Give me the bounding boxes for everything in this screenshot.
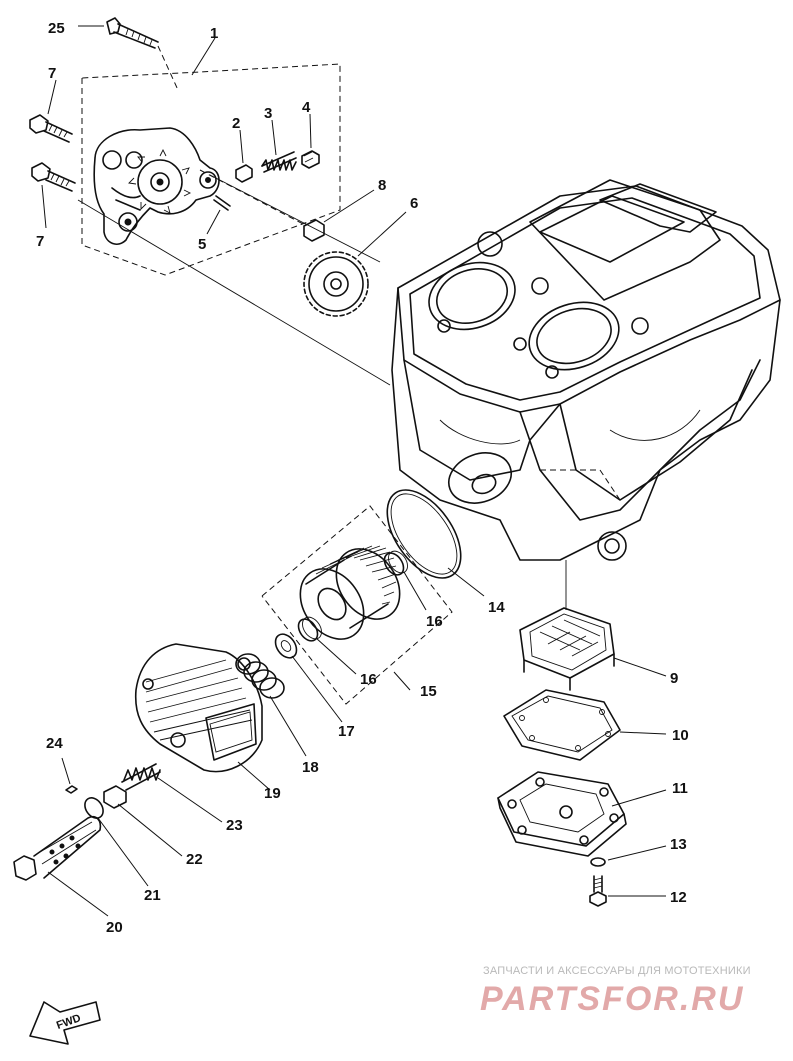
o-ring-21-drawing: [84, 797, 149, 887]
part-label-p2: 2: [232, 115, 240, 132]
crankcase-drawing: [391, 179, 781, 610]
part-label-p11: 11: [672, 780, 688, 797]
washer-17-drawing: [274, 633, 343, 723]
clip-24-drawing: [61, 757, 78, 794]
part-label-p13: 13: [670, 836, 687, 853]
part-label-p9: 9: [670, 670, 678, 687]
part-label-p18: 18: [302, 759, 319, 776]
part-label-p6: 6: [410, 195, 418, 212]
bolt-12-drawing: [589, 875, 666, 907]
part-label-p21: 21: [144, 887, 161, 904]
filter-element-drawing: [299, 545, 401, 640]
part-label-p15: 15: [420, 683, 437, 700]
watermark-logo: PARTSFOR.RU: [480, 980, 745, 1018]
part-label-p3: 3: [264, 105, 272, 122]
part-label-p17: 17: [338, 723, 355, 740]
bolt-25-drawing: [78, 17, 179, 91]
bolt-7-lower-drawing: [31, 162, 76, 229]
cap-22-drawing: [103, 785, 183, 857]
o-ring-14-drawing: [386, 489, 485, 597]
oil-pump-body-drawing: [77, 127, 391, 386]
pin-2-drawing: [235, 129, 253, 183]
gear-6-drawing: [303, 211, 407, 317]
part-label-p25: 25: [48, 20, 65, 37]
part-label-p1: 1: [210, 25, 218, 42]
part-label-p16b: 16: [360, 671, 377, 688]
oil-pan-cover-11-drawing: [497, 771, 667, 857]
part-label-p5: 5: [198, 236, 206, 253]
part-label-p7a: 7: [48, 65, 56, 82]
washer-16-lower-drawing: [297, 616, 357, 675]
part-label-p22: 22: [186, 851, 203, 868]
part-label-p16a: 16: [426, 613, 443, 630]
cap-4-drawing: [301, 113, 320, 169]
part-label-p4: 4: [302, 99, 311, 116]
part-label-p8: 8: [378, 177, 386, 194]
part-label-p24: 24: [46, 735, 63, 752]
forward-direction-marker: FWD: [29, 1001, 101, 1045]
part-label-p14: 14: [488, 599, 505, 616]
filter-cover-19-drawing: [134, 643, 271, 791]
part-label-p20: 20: [106, 919, 123, 936]
spring-18-drawing: [235, 653, 307, 757]
washer-16-upper-drawing: [383, 550, 427, 611]
part-label-p23: 23: [226, 817, 243, 834]
pin-8-drawing: [303, 189, 375, 242]
washer-13-drawing: [590, 845, 667, 867]
part-label-p7b: 7: [36, 233, 44, 250]
watermark-caption: ЗАПЧАСТИ И АКСЕССУАРЫ ДЛЯ МОТОТЕХНИКИ: [483, 965, 751, 977]
filter-group-outline: [261, 505, 453, 705]
spring-3-drawing: [261, 119, 297, 173]
part-label-p19: 19: [264, 785, 281, 802]
part-label-p10: 10: [672, 727, 689, 744]
spring-23-drawing: [121, 763, 223, 823]
strainer-bolt-20-drawing: [13, 815, 109, 917]
oil-strainer-9-drawing: [519, 607, 667, 691]
bolt-7-upper-drawing: [29, 79, 73, 143]
oil-pump-group-outline: [81, 37, 341, 276]
dowel-5-drawing: [206, 195, 231, 235]
part-label-p12: 12: [670, 889, 687, 906]
gasket-10-drawing: [503, 689, 667, 761]
